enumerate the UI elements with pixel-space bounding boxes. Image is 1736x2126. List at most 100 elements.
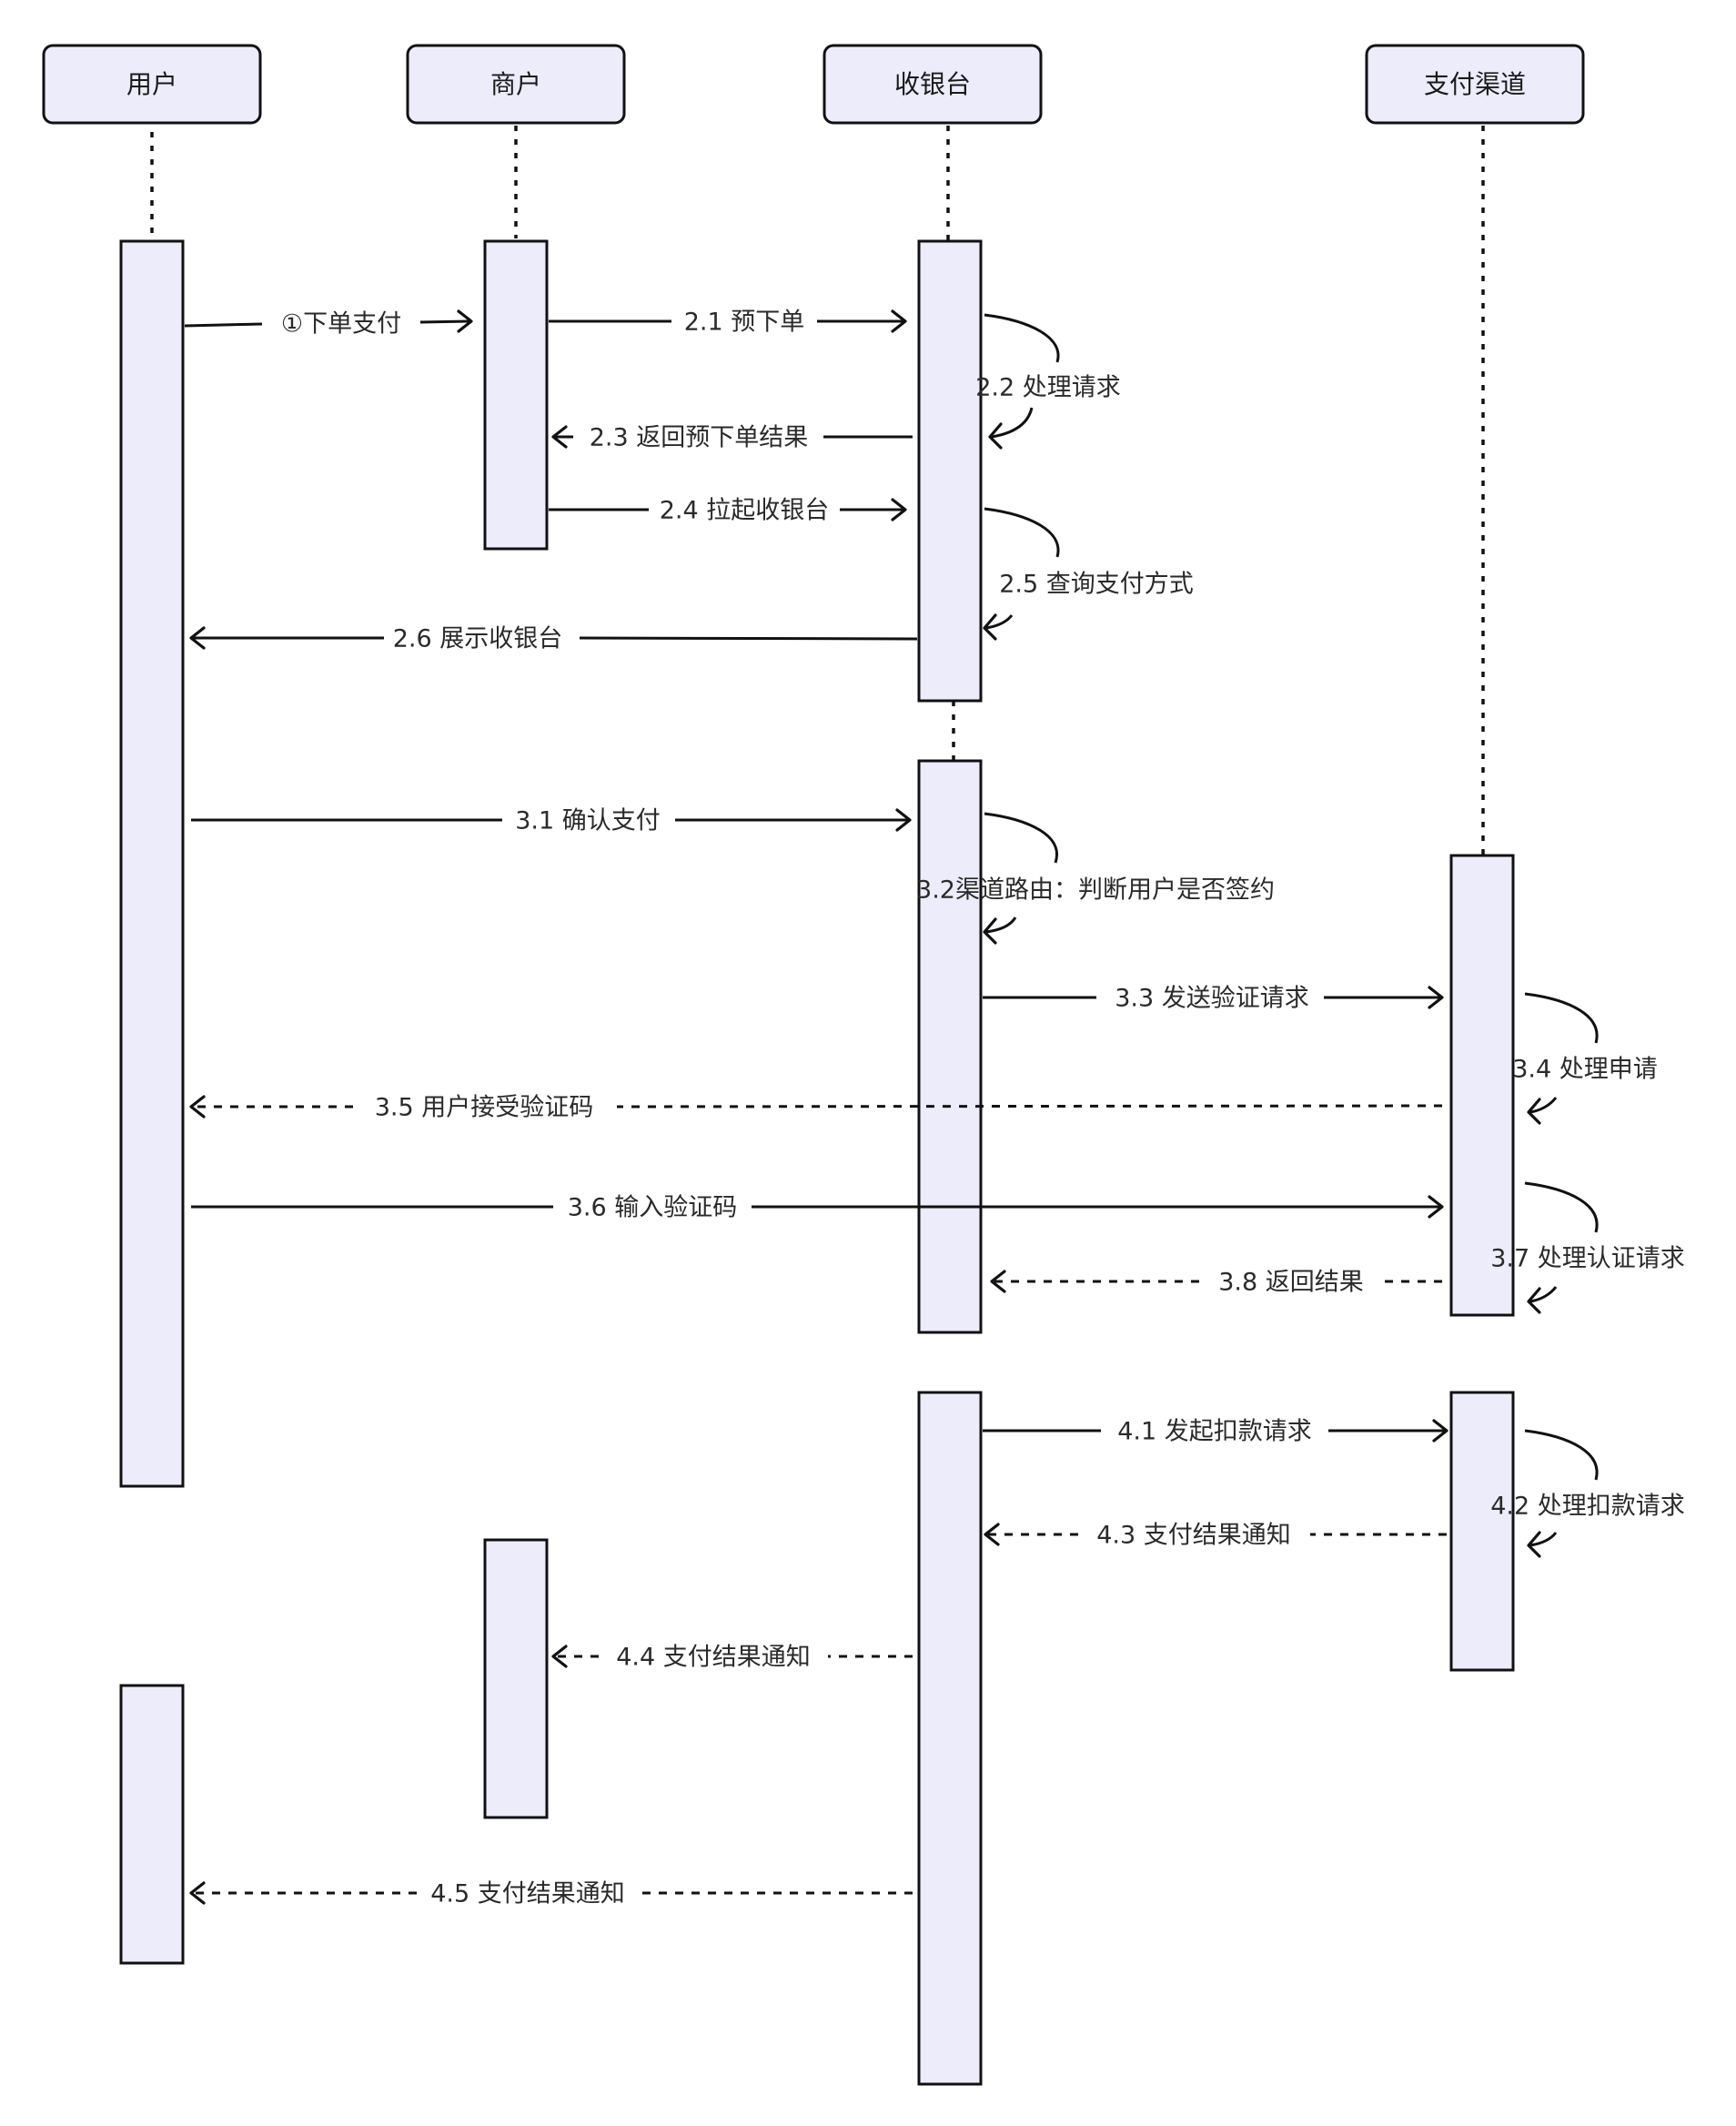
participant-label-user: 用户 bbox=[126, 69, 177, 99]
message-line bbox=[419, 319, 470, 324]
message-label: 2.6 展示收银台 bbox=[393, 625, 563, 653]
participant-box bbox=[1365, 44, 1585, 125]
message-m24: 2.4 拉起收银台 bbox=[549, 497, 907, 525]
message-label: 2.2 处理请求 bbox=[975, 374, 1121, 402]
messages: ①下单支付 2.1 预下单 2.2 处理请求 2.3 返回预下单结果 bbox=[184, 309, 1685, 1908]
self-call-curve bbox=[1529, 1532, 1558, 1547]
message-label: ①下单支付 bbox=[281, 310, 401, 339]
activation-user-2 bbox=[119, 1684, 185, 1965]
activation-merchant-1 bbox=[483, 239, 549, 551]
message-label: 3.6 输入验证码 bbox=[568, 1194, 738, 1222]
arrowhead-icon bbox=[1428, 1195, 1444, 1219]
self-call-curve bbox=[984, 812, 1058, 864]
participant-label-cashier: 收银台 bbox=[894, 69, 971, 99]
arrowhead-icon bbox=[983, 917, 997, 945]
message-label: 3.8 返回结果 bbox=[1218, 1269, 1364, 1297]
participant-label-channel: 支付渠道 bbox=[1424, 69, 1526, 99]
participant-box bbox=[823, 44, 1043, 125]
lifelines bbox=[150, 126, 1485, 855]
arrowhead-icon bbox=[983, 613, 997, 641]
activation-channel-2 bbox=[1449, 1391, 1515, 1672]
arrowhead-icon bbox=[891, 309, 907, 333]
message-label: 3.7 处理认证请求 bbox=[1490, 1245, 1685, 1273]
message-m42: 4.2 处理扣款请求 bbox=[1490, 1429, 1685, 1558]
message-m23: 2.3 返回预下单结果 bbox=[551, 424, 913, 452]
arrowhead-icon bbox=[891, 498, 907, 521]
participant-merchant: 商户 bbox=[406, 44, 626, 125]
arrowhead-icon bbox=[984, 1523, 1000, 1546]
message-m36: 3.6 输入验证码 bbox=[191, 1194, 1444, 1222]
participant-user: 用户 bbox=[42, 44, 262, 125]
self-call-curve bbox=[1529, 1097, 1558, 1114]
activation-cashier-2 bbox=[917, 759, 983, 1334]
message-label: 2.3 返回预下单结果 bbox=[590, 424, 809, 452]
message-m32: 3.2渠道路由：判断用户是否签约 bbox=[916, 812, 1275, 945]
message-m1: ①下单支付 bbox=[184, 309, 473, 339]
message-label: 3.5 用户接受验证码 bbox=[375, 1094, 594, 1122]
arrowhead-icon bbox=[189, 1095, 206, 1119]
arrowhead-icon bbox=[1432, 1419, 1448, 1443]
message-label: 3.2渠道路由：判断用户是否签约 bbox=[916, 876, 1275, 905]
activation-channel-1 bbox=[1449, 854, 1515, 1317]
message-label: 4.5 支付结果通知 bbox=[430, 1880, 625, 1908]
arrowhead-icon bbox=[1527, 1531, 1541, 1558]
self-call-curve bbox=[1529, 1286, 1558, 1303]
self-call-curve bbox=[984, 507, 1060, 558]
message-m37: 3.7 处理认证请求 bbox=[1490, 1181, 1685, 1314]
message-line bbox=[184, 322, 263, 328]
message-label: 2.5 查询支付方式 bbox=[999, 571, 1194, 599]
arrowhead-icon bbox=[1428, 986, 1444, 1009]
activation-user-1 bbox=[119, 239, 185, 1488]
message-m22: 2.2 处理请求 bbox=[975, 313, 1121, 450]
message-label: 4.2 处理扣款请求 bbox=[1490, 1493, 1685, 1521]
message-label: 2.1 预下单 bbox=[684, 309, 805, 337]
message-m41: 4.1 发起扣款请求 bbox=[983, 1418, 1448, 1446]
message-label: 3.1 确认支付 bbox=[515, 807, 661, 835]
message-m43: 4.3 支付结果通知 bbox=[984, 1522, 1447, 1550]
message-m33: 3.3 发送验证请求 bbox=[983, 985, 1444, 1013]
message-label: 3.3 发送验证请求 bbox=[1115, 985, 1309, 1013]
activation-merchant-2 bbox=[483, 1538, 549, 1819]
message-m45: 4.5 支付结果通知 bbox=[189, 1880, 913, 1908]
participant-cashier: 收银台 bbox=[823, 44, 1043, 125]
self-call-curve bbox=[985, 614, 1014, 630]
message-label: 4.1 发起扣款请求 bbox=[1117, 1418, 1312, 1446]
message-m38: 3.8 返回结果 bbox=[990, 1269, 1442, 1297]
message-label: 4.3 支付结果通知 bbox=[1096, 1522, 1291, 1550]
arrowhead-icon bbox=[551, 425, 568, 449]
message-label: 3.4 处理申请 bbox=[1512, 1056, 1658, 1084]
arrowhead-icon bbox=[1527, 1287, 1541, 1314]
message-label: 4.4 支付结果通知 bbox=[616, 1644, 811, 1672]
message-line bbox=[616, 1104, 1443, 1109]
self-call-curve bbox=[1524, 992, 1599, 1044]
activation-cashier-1 bbox=[917, 239, 983, 703]
arrowhead-icon bbox=[457, 309, 473, 333]
message-m25: 2.5 查询支付方式 bbox=[983, 507, 1194, 641]
activations bbox=[119, 239, 1515, 2086]
message-line bbox=[579, 636, 918, 641]
arrowhead-icon bbox=[895, 808, 912, 832]
message-m44: 4.4 支付结果通知 bbox=[551, 1644, 913, 1672]
message-m31: 3.1 确认支付 bbox=[191, 807, 912, 835]
arrowhead-icon bbox=[189, 626, 206, 650]
self-call-curve bbox=[985, 916, 1017, 934]
arrowhead-icon bbox=[990, 1270, 1006, 1293]
arrowhead-icon bbox=[1527, 1098, 1541, 1125]
participant-label-merchant: 商户 bbox=[490, 69, 541, 99]
participant-channel: 支付渠道 bbox=[1365, 44, 1585, 125]
participant-box bbox=[406, 44, 626, 125]
self-call-curve bbox=[991, 407, 1034, 439]
activation-cashier-3 bbox=[917, 1391, 983, 2086]
self-call-curve bbox=[1524, 1429, 1599, 1481]
message-m34: 3.4 处理申请 bbox=[1512, 992, 1658, 1125]
message-m26: 2.6 展示收银台 bbox=[189, 625, 918, 653]
arrowhead-icon bbox=[551, 1645, 568, 1668]
self-call-curve bbox=[984, 313, 1060, 363]
message-m35: 3.5 用户接受验证码 bbox=[189, 1094, 1443, 1122]
self-call-curve bbox=[1524, 1181, 1599, 1233]
message-m21: 2.1 预下单 bbox=[549, 309, 907, 337]
arrowhead-icon bbox=[189, 1881, 206, 1905]
message-label: 2.4 拉起收银台 bbox=[660, 497, 830, 525]
arrowhead-icon bbox=[988, 422, 1003, 450]
